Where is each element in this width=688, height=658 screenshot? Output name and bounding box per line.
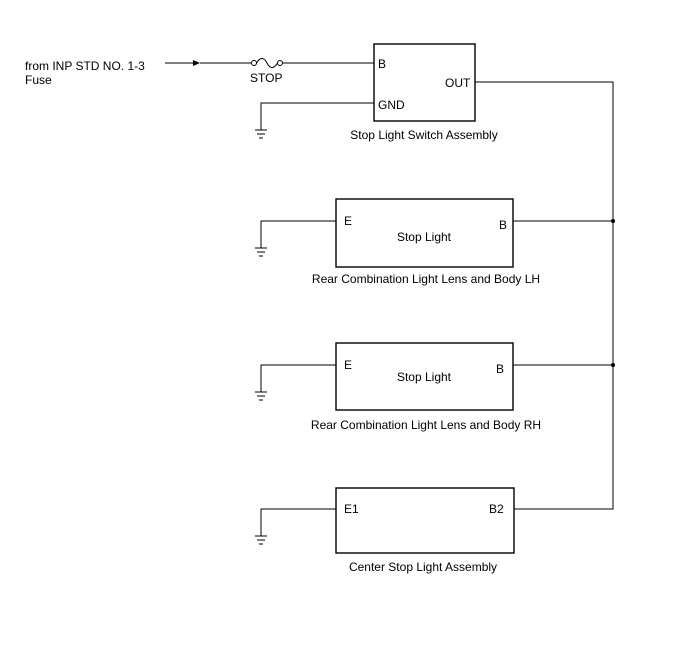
center-light-box: [335, 487, 515, 554]
fuse-label: STOP: [250, 71, 282, 85]
lh-gnd-wire: [260, 220, 336, 248]
center-gnd-wire: [260, 508, 336, 536]
center-pin-b2: B2: [489, 502, 504, 516]
source-label-line2: Fuse: [25, 73, 52, 87]
fuse-icon: [251, 58, 283, 68]
junction-dot-icon: [611, 219, 615, 223]
ground-icon: [255, 129, 267, 139]
rh-inner-label: Stop Light: [397, 370, 452, 384]
source-label-line1: from INP STD NO. 1-3: [25, 59, 145, 73]
center-light-label: Center Stop Light Assembly: [349, 560, 497, 574]
rh-pin-b: B: [496, 362, 504, 376]
switch-assembly-label: Stop Light Switch Assembly: [350, 128, 497, 142]
lh-light-label: Rear Combination Light Lens and Body LH: [312, 272, 540, 286]
ground-icon: [255, 247, 267, 257]
lh-pin-e: E: [344, 214, 352, 228]
arrow-icon: [193, 60, 200, 66]
lh-pin-b: B: [499, 218, 507, 232]
ground-icon: [255, 535, 267, 545]
switch-pin-b: B: [378, 57, 386, 71]
switch-pin-out: OUT: [445, 76, 471, 90]
junction-dot-icon: [611, 363, 615, 367]
rh-pin-e: E: [344, 358, 352, 372]
lh-light-box: [335, 198, 514, 268]
switch-pin-gnd: GND: [378, 98, 405, 112]
out-bus-wire: [475, 81, 614, 510]
lh-inner-label: Stop Light: [397, 230, 452, 244]
center-pin-e1: E1: [344, 502, 359, 516]
switch-gnd-wire: [260, 102, 374, 130]
rh-light-label: Rear Combination Light Lens and Body RH: [311, 418, 541, 432]
ground-icon: [255, 391, 267, 401]
rh-gnd-wire: [260, 364, 336, 392]
rh-light-box: [335, 342, 514, 411]
stop-light-switch-box: [373, 43, 476, 122]
